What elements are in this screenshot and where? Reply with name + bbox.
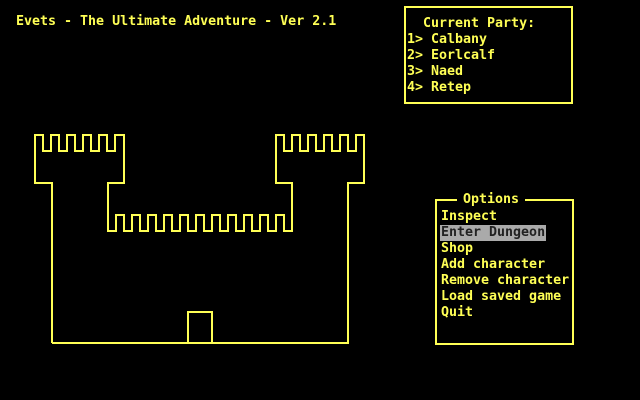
- castle-door: [187, 311, 213, 344]
- castle-outline: [34, 134, 365, 344]
- party-member[interactable]: 3> Naed: [407, 64, 464, 79]
- party-heading: Current Party:: [423, 16, 536, 31]
- options-heading: Options: [457, 192, 526, 208]
- party-member[interactable]: 2> Eorlcalf: [407, 48, 496, 63]
- menu-item-load-saved-game[interactable]: Load saved game: [441, 289, 562, 304]
- current-party-panel: Current Party: 1> Calbany 2> Eorlcalf 3>…: [404, 6, 573, 104]
- party-member[interactable]: 4> Retep: [407, 80, 472, 95]
- menu-item-quit[interactable]: Quit: [441, 305, 474, 320]
- menu-item-enter-dungeon[interactable]: Enter Dungeon: [440, 225, 547, 241]
- menu-item-inspect[interactable]: Inspect: [441, 209, 498, 224]
- menu-item-shop[interactable]: Shop: [441, 241, 474, 256]
- menu-item-remove-character[interactable]: Remove character: [441, 273, 570, 288]
- options-menu: Options Inspect Enter Dungeon Shop Add c…: [435, 192, 574, 345]
- menu-item-add-character[interactable]: Add character: [441, 257, 546, 272]
- party-member[interactable]: 1> Calbany: [407, 32, 488, 47]
- game-title: Evets - The Ultimate Adventure - Ver 2.1: [16, 14, 337, 29]
